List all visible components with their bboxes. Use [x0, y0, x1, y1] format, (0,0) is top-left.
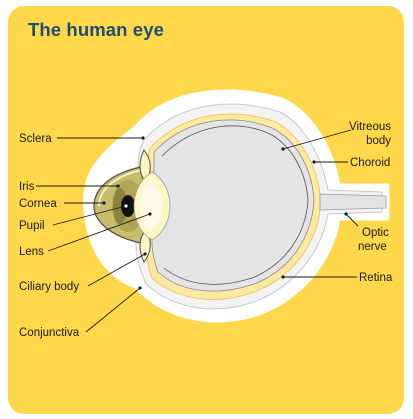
optic-nerve-dot [344, 212, 348, 216]
sclera-dot [141, 136, 145, 140]
cornea-label: Cornea [19, 198, 57, 210]
cornea-dot [102, 201, 106, 205]
sclera-label: Sclera [19, 133, 52, 145]
lens-dot [148, 212, 152, 216]
pupil-label: Pupil [19, 220, 45, 232]
vitreous-dot [281, 147, 285, 151]
conjunctiva-dot [138, 286, 142, 290]
optic-label-line1: Optic [362, 227, 389, 239]
conjunctiva-leader [85, 287, 141, 333]
lens-leader [47, 213, 151, 252]
lens-label: Lens [19, 246, 44, 258]
lens-glow [140, 180, 162, 232]
ciliary-body-dot [143, 252, 147, 256]
optic-nerve-leader [345, 213, 359, 227]
retina-line [161, 125, 309, 285]
vitreous-leader [282, 129, 352, 150]
diagram-title: The human eye [28, 19, 164, 40]
iris-shade [113, 188, 127, 224]
optic-label-line2: nerve [358, 241, 387, 253]
ciliary-body-lower [139, 229, 151, 263]
pupil [121, 195, 135, 217]
retina-label: Retina [359, 272, 393, 284]
choroid-dot [312, 160, 316, 164]
vitreous-label-line1: Vitreous [349, 121, 391, 133]
pupil-leader [52, 205, 127, 226]
retina-dot [281, 275, 285, 279]
conjunctiva-label: Conjunctiva [19, 327, 80, 339]
iris-dot [116, 184, 120, 188]
optic-nerve [319, 193, 387, 211]
ciliary-body-leader [87, 253, 146, 287]
ciliary-body-upper [139, 149, 151, 183]
ciliary-body-label: Ciliary body [19, 281, 79, 293]
choroid-label: Choroid [350, 157, 390, 169]
iris-label: Iris [19, 181, 35, 193]
vitreous-label-line2: body [366, 135, 391, 147]
cornea-highlight [98, 169, 143, 207]
pupil-dot [124, 204, 128, 208]
